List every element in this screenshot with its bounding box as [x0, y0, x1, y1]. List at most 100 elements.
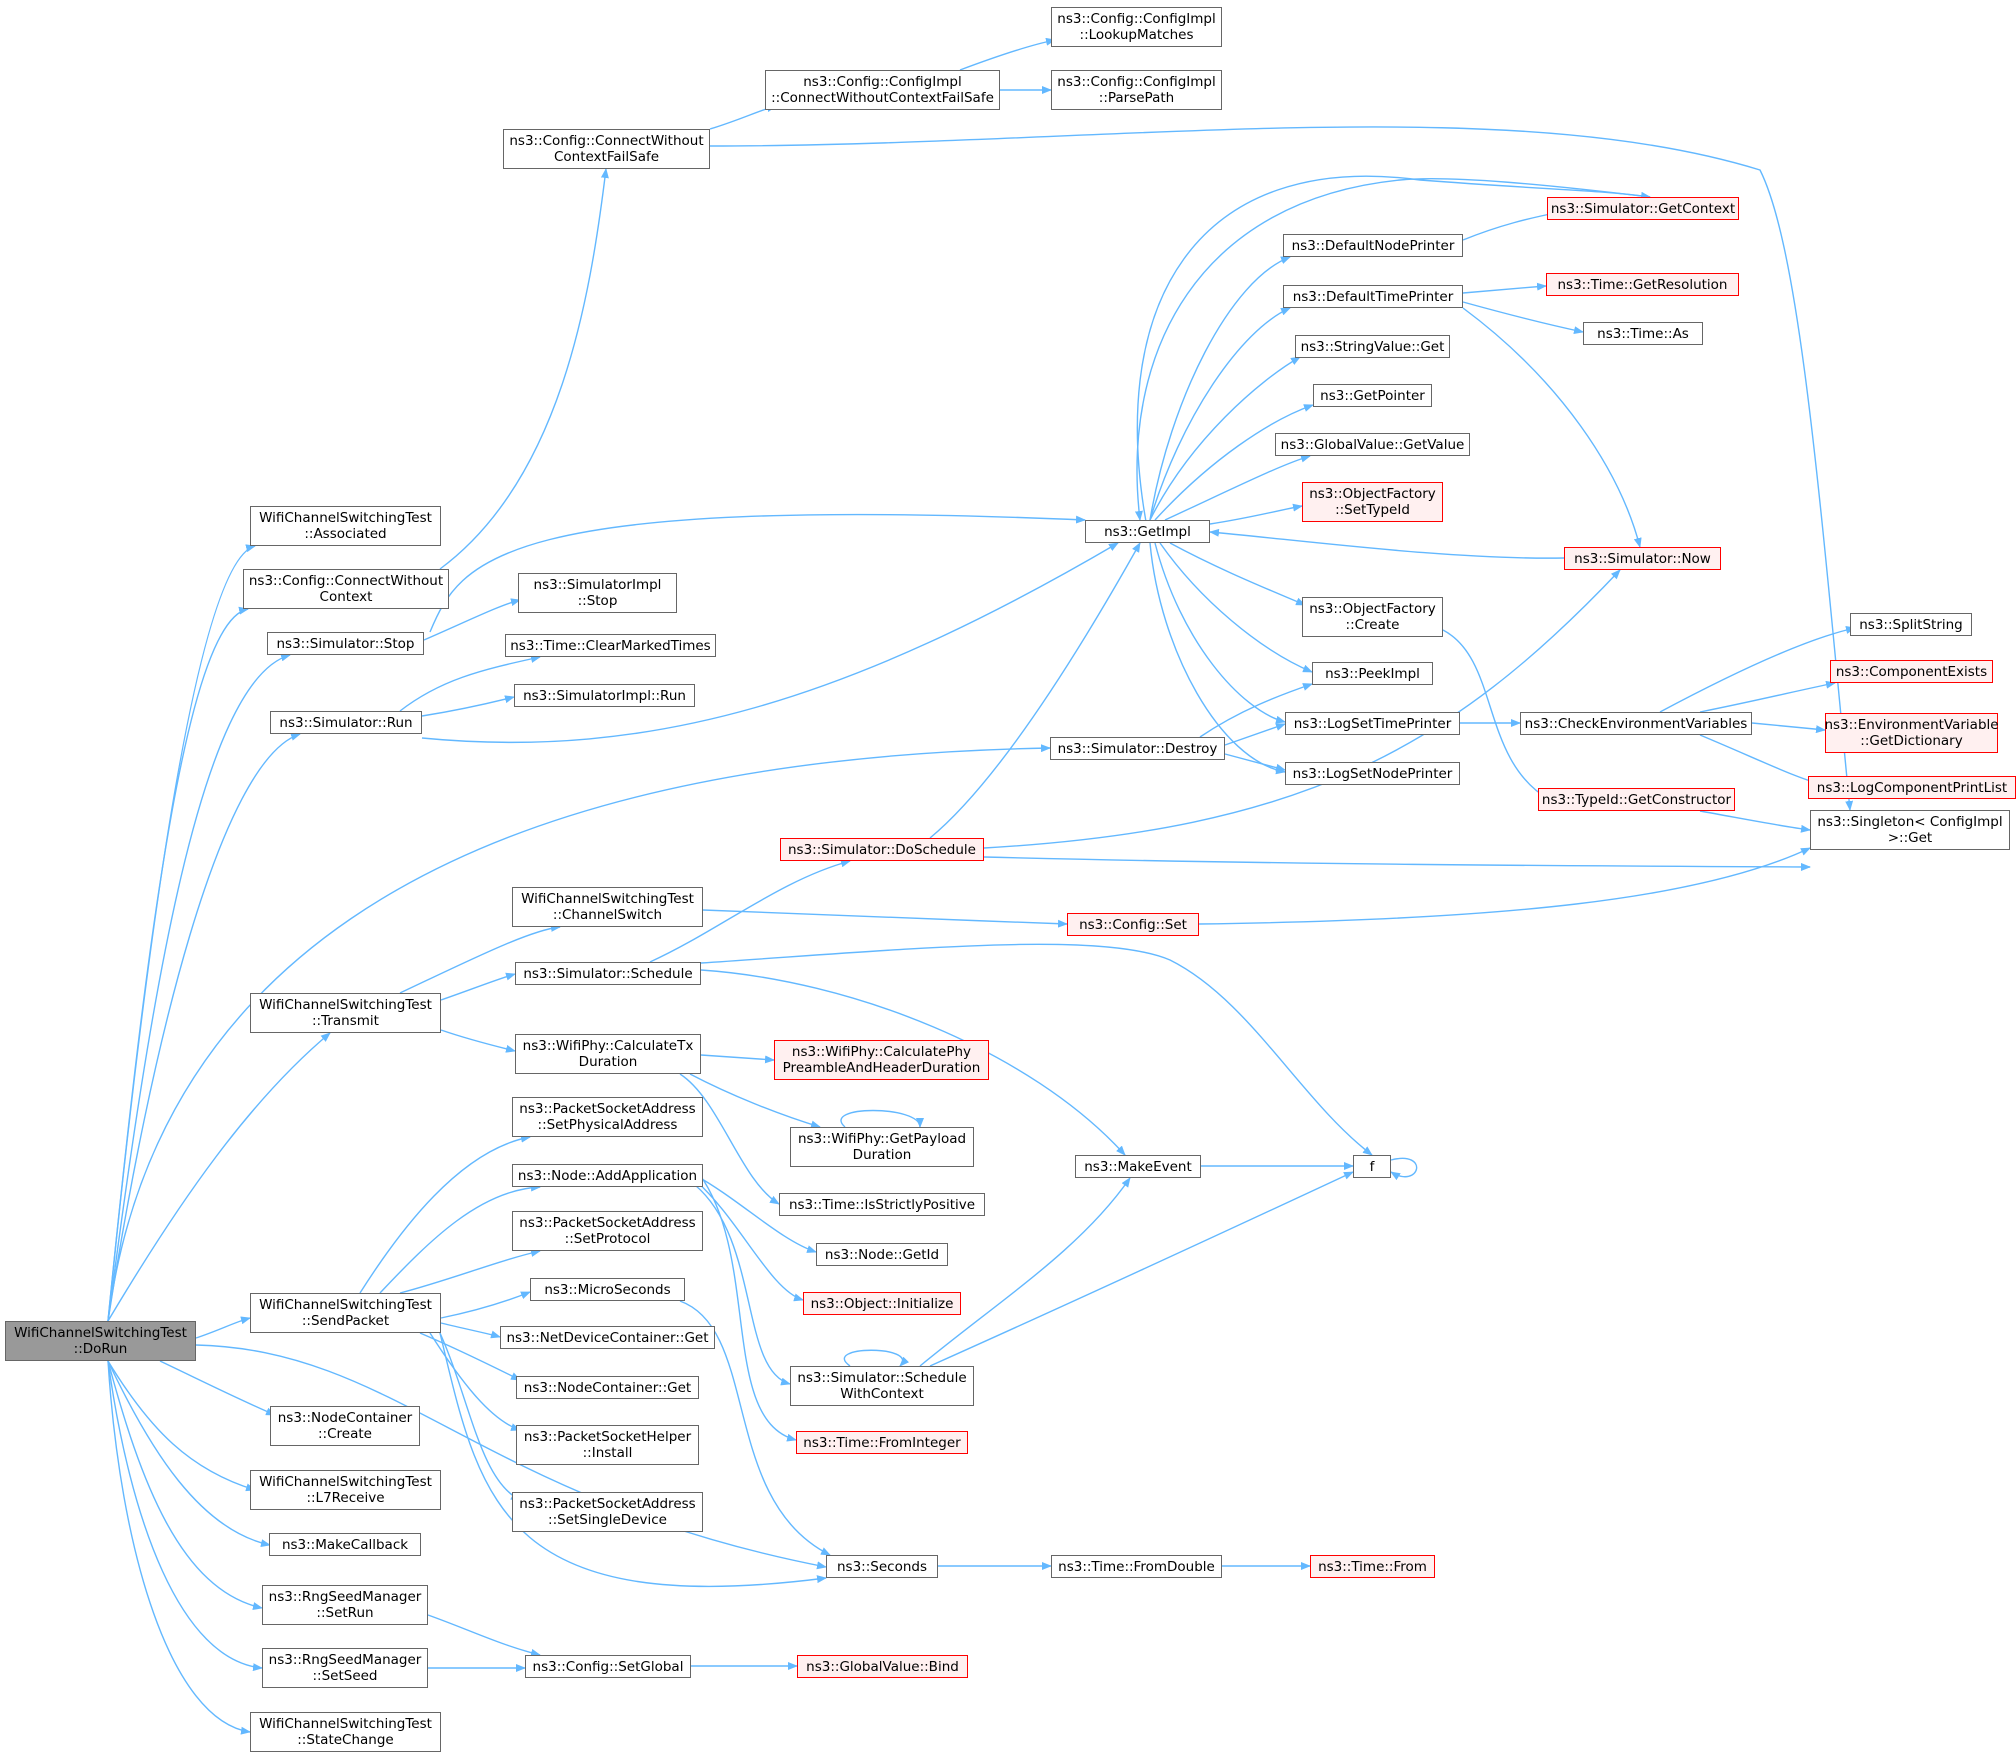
- node-setseed[interactable]: ns3::RngSeedManager ::SetSeed: [262, 1648, 428, 1688]
- edge-getimpl-to-logsettime: [1154, 542, 1286, 724]
- node-chswitch[interactable]: WifiChannelSwitchingTest ::ChannelSwitch: [512, 887, 703, 927]
- edge-simdestroy-to-logsetnode: [1224, 753, 1286, 772]
- node-statechange[interactable]: WifiChannelSwitchingTest ::StateChange: [250, 1712, 441, 1752]
- edge-getpayload-to-getpayload: [840, 1109, 924, 1128]
- node-ncget[interactable]: ns3::NodeContainer::Get: [516, 1376, 699, 1399]
- node-ndcget[interactable]: ns3::NetDeviceContainer::Get: [500, 1326, 715, 1349]
- edge-root-to-makecallback: [107, 1360, 271, 1548]
- node-strvalget[interactable]: ns3::StringValue::Get: [1295, 335, 1450, 358]
- node-addapp[interactable]: ns3::Node::AddApplication: [512, 1164, 703, 1187]
- node-lookup[interactable]: ns3::Config::ConfigImpl ::LookupMatches: [1051, 7, 1222, 47]
- edge-root-to-simstop: [107, 653, 291, 1322]
- node-cfgset[interactable]: ns3::Config::Set: [1067, 913, 1199, 936]
- node-transmit[interactable]: WifiChannelSwitchingTest ::Transmit: [250, 993, 441, 1033]
- edge-root-to-sendpacket: [195, 1316, 251, 1339]
- node-splitstring[interactable]: ns3::SplitString: [1850, 613, 1972, 636]
- node-logsettime[interactable]: ns3::LogSetTimePrinter: [1285, 712, 1460, 735]
- edge-transmit-to-simschedule: [440, 972, 516, 1001]
- node-checkenv[interactable]: ns3::CheckEnvironmentVariables: [1520, 712, 1752, 735]
- node-envdict[interactable]: ns3::EnvironmentVariable ::GetDictionary: [1824, 713, 1999, 753]
- node-calctx[interactable]: ns3::WifiPhy::CalculateTx Duration: [515, 1034, 701, 1074]
- node-ofsettypeid[interactable]: ns3::ObjectFactory ::SetTypeId: [1302, 482, 1443, 522]
- node-fromdouble[interactable]: ns3::Time::FromDouble: [1051, 1555, 1222, 1578]
- node-peekimpl[interactable]: ns3::PeekImpl: [1312, 662, 1433, 685]
- node-l7receive[interactable]: WifiChannelSwitchingTest ::L7Receive: [250, 1470, 441, 1510]
- node-getresolution[interactable]: ns3::Time::GetResolution: [1546, 273, 1739, 296]
- node-getpointer[interactable]: ns3::GetPointer: [1313, 384, 1432, 407]
- node-gvgetvalue[interactable]: ns3::GlobalValue::GetValue: [1275, 433, 1470, 456]
- edge-getimpl-to-ofcreate: [1169, 542, 1306, 606]
- node-makeevent[interactable]: ns3::MakeEvent: [1075, 1155, 1201, 1178]
- node-simimplrun[interactable]: ns3::SimulatorImpl::Run: [514, 684, 695, 707]
- edge-sendpacket-to-psa_phys: [359, 1134, 531, 1294]
- node-cfgcwcfs[interactable]: ns3::Config::ConnectWithout ContextFailS…: [503, 129, 710, 169]
- node-simrun[interactable]: ns3::Simulator::Run: [270, 711, 422, 734]
- node-nodegetid[interactable]: ns3::Node::GetId: [816, 1243, 948, 1266]
- edge-simdestroy-to-logsettime: [1224, 723, 1286, 746]
- node-parsepath[interactable]: ns3::Config::ConfigImpl ::ParsePath: [1051, 70, 1222, 110]
- node-sendpacket[interactable]: WifiChannelSwitchingTest ::SendPacket: [250, 1293, 441, 1333]
- node-logcomplist[interactable]: ns3::LogComponentPrintList: [1808, 776, 2016, 799]
- node-timefrom[interactable]: ns3::Time::From: [1310, 1555, 1435, 1578]
- node-deftimeprinter[interactable]: ns3::DefaultTimePrinter: [1283, 285, 1463, 308]
- node-cfgcwc[interactable]: ns3::Config::ConnectWithout Context: [243, 569, 449, 609]
- node-timeas[interactable]: ns3::Time::As: [1583, 322, 1703, 345]
- node-psa_proto[interactable]: ns3::PacketSocketAddress ::SetProtocol: [512, 1211, 703, 1251]
- edge-sendpacket-to-psa_proto: [399, 1249, 541, 1294]
- edge-addapp-to-schedwc: [694, 1184, 791, 1386]
- edge-checkenv-to-splitstring: [1659, 626, 1856, 713]
- edge-root-to-statechange: [107, 1360, 251, 1735]
- node-nccreate[interactable]: ns3::NodeContainer ::Create: [270, 1406, 420, 1446]
- node-schedwc[interactable]: ns3::Simulator::Schedule WithContext: [790, 1366, 974, 1406]
- edge-checkenv-to-compexists: [1699, 680, 1836, 713]
- edge-defnodeprinter-to-simgetcontext: [1462, 209, 1561, 241]
- edge-root-to-l7receive: [107, 1360, 256, 1492]
- node-associated[interactable]: WifiChannelSwitchingTest ::Associated: [250, 506, 441, 546]
- node-makecallback[interactable]: ns3::MakeCallback: [269, 1533, 421, 1556]
- edge-transmit-to-calctx: [440, 1029, 516, 1053]
- node-simdestroy[interactable]: ns3::Simulator::Destroy: [1050, 737, 1225, 760]
- node-singleton[interactable]: ns3::Singleton< ConfigImpl >::Get: [1810, 810, 2010, 850]
- node-doschedule[interactable]: ns3::Simulator::DoSchedule: [780, 838, 984, 861]
- edge-deftimeprinter-to-timeas: [1462, 301, 1584, 335]
- node-ofcreate[interactable]: ns3::ObjectFactory ::Create: [1302, 597, 1443, 637]
- edge-simnow-to-getimpl: [1209, 528, 1565, 559]
- node-simimplstop[interactable]: ns3::SimulatorImpl ::Stop: [518, 573, 677, 613]
- node-compexists[interactable]: ns3::ComponentExists: [1830, 660, 1993, 683]
- node-seconds[interactable]: ns3::Seconds: [826, 1555, 938, 1578]
- node-pshinstall[interactable]: ns3::PacketSocketHelper ::Install: [516, 1425, 699, 1465]
- node-root[interactable]: WifiChannelSwitchingTest ::DoRun: [5, 1321, 196, 1361]
- node-microsec[interactable]: ns3::MicroSeconds: [530, 1278, 685, 1301]
- node-psa_phys[interactable]: ns3::PacketSocketAddress ::SetPhysicalAd…: [512, 1097, 703, 1137]
- node-getimpl[interactable]: ns3::GetImpl: [1085, 520, 1210, 543]
- node-f[interactable]: f: [1353, 1155, 1391, 1178]
- node-simgetcontext[interactable]: ns3::Simulator::GetContext: [1547, 197, 1739, 220]
- edge-doschedule-to-getimpl: [929, 542, 1141, 839]
- node-simstop[interactable]: ns3::Simulator::Stop: [267, 632, 424, 655]
- node-psa_single[interactable]: ns3::PacketSocketAddress ::SetSingleDevi…: [512, 1492, 703, 1532]
- edge-root-to-setrun: [107, 1360, 263, 1610]
- node-defnodeprinter[interactable]: ns3::DefaultNodePrinter: [1283, 234, 1463, 257]
- node-setrun[interactable]: ns3::RngSeedManager ::SetRun: [262, 1585, 428, 1625]
- node-gvbind[interactable]: ns3::GlobalValue::Bind: [797, 1655, 968, 1678]
- node-simnow[interactable]: ns3::Simulator::Now: [1564, 547, 1721, 570]
- edge-checkenv-to-logcomplist: [1699, 734, 1826, 788]
- node-strictpos[interactable]: ns3::Time::IsStrictlyPositive: [779, 1193, 985, 1216]
- edge-root-to-nccreate: [159, 1360, 276, 1416]
- node-logsetnode[interactable]: ns3::LogSetNodePrinter: [1285, 762, 1460, 785]
- node-cfgsetglobal[interactable]: ns3::Config::SetGlobal: [525, 1655, 691, 1678]
- node-getconstructor[interactable]: ns3::TypeId::GetConstructor: [1538, 788, 1735, 811]
- edge-deftimeprinter-to-getresolution: [1462, 282, 1547, 294]
- node-simschedule[interactable]: ns3::Simulator::Schedule: [515, 962, 701, 985]
- node-getpayload[interactable]: ns3::WifiPhy::GetPayload Duration: [790, 1127, 974, 1167]
- edge-calctx-to-getpayload: [689, 1073, 821, 1129]
- node-clearmarked[interactable]: ns3::Time::ClearMarkedTimes: [505, 634, 716, 657]
- edge-setrun-to-cfgsetglobal: [427, 1614, 541, 1657]
- node-cicwcfs[interactable]: ns3::Config::ConfigImpl ::ConnectWithout…: [765, 70, 1000, 110]
- edge-getimpl-to-deftimeprinter: [1149, 307, 1291, 521]
- edge-sendpacket-to-psa_single: [439, 1332, 521, 1501]
- node-frominteger[interactable]: ns3::Time::FromInteger: [796, 1431, 968, 1454]
- node-objinit[interactable]: ns3::Object::Initialize: [803, 1292, 961, 1315]
- node-calcphy[interactable]: ns3::WifiPhy::CalculatePhy PreambleAndHe…: [774, 1040, 989, 1080]
